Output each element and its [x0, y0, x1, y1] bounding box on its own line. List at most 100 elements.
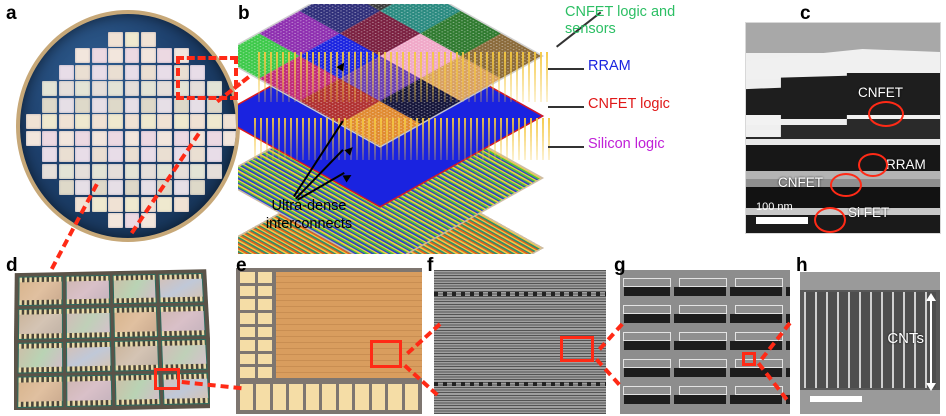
die-cell: [112, 274, 157, 305]
wafer-die: [91, 114, 107, 130]
wafer-die: [58, 130, 74, 146]
die-pad-row: [18, 376, 62, 383]
wafer-die: [58, 114, 74, 130]
wafer-die: [42, 180, 57, 195]
die-pad-row: [115, 398, 160, 405]
wafer-die: [108, 64, 124, 80]
wafer-die: [206, 130, 222, 146]
sem-device-via: [674, 368, 680, 377]
wafer-die: [157, 32, 172, 47]
sem-device-via: [730, 341, 736, 350]
die-cell: [161, 338, 208, 371]
sem-device-via: [786, 287, 790, 296]
die-pad-row: [115, 374, 159, 381]
die-pad-row: [66, 375, 111, 382]
wafer-die: [140, 97, 156, 113]
wafer-die: [223, 180, 236, 195]
die-pad-row: [18, 332, 62, 339]
wafer-die: [157, 97, 173, 113]
sem-device-outline: [679, 305, 727, 314]
wafer-die: [124, 48, 140, 64]
die-pad-row: [66, 308, 109, 314]
wafer-die: [108, 81, 124, 97]
wafer-die: [58, 180, 74, 196]
wafer-die: [157, 64, 173, 80]
wafer-die: [26, 164, 41, 179]
wafer-die: [26, 48, 41, 63]
die-pad-row: [19, 299, 62, 306]
die-zoom-region: [154, 368, 180, 390]
leader-rram: [548, 68, 584, 70]
sem-device-outline: [623, 305, 671, 314]
wafer-die: [26, 81, 41, 96]
wafer-die: [75, 48, 91, 64]
die-cell: [113, 339, 160, 372]
wafer-die: [58, 163, 74, 179]
wafer-die: [190, 114, 206, 130]
wafer-die: [207, 32, 222, 47]
die-cell: [158, 273, 205, 304]
wafer-die: [124, 32, 140, 47]
wafer-die: [108, 130, 124, 146]
wafer-die: [91, 147, 107, 163]
wafer-die: [26, 130, 41, 146]
die-pad-row: [66, 298, 109, 305]
wafer-die: [190, 197, 205, 212]
sem-device-bar: [624, 314, 670, 323]
wafer-die: [157, 48, 173, 64]
sem-device-bar: [624, 368, 670, 377]
die-array-photograph: [14, 268, 210, 410]
tem-label-cnfet-top: CNFET: [858, 85, 903, 100]
wafer-die: [58, 81, 74, 97]
wafer-die: [26, 65, 41, 80]
sem-device-via: [730, 395, 736, 404]
cnt-scale-bar: [810, 396, 862, 402]
die-cell: [65, 340, 112, 373]
cnt-image: CNTs: [800, 272, 940, 414]
wafer-die: [26, 32, 41, 47]
wafer-die: [124, 81, 140, 97]
micrograph-zoom-region: [370, 340, 402, 368]
tem-circle-cnfet-top: [868, 101, 904, 127]
wafer-die: [26, 147, 41, 162]
sem-device-outline: [679, 386, 727, 395]
wafer-die: [157, 180, 173, 196]
wafer-die: [140, 180, 156, 196]
die-pad-row: [67, 399, 111, 406]
wafer-die: [124, 196, 140, 212]
wafer-die: [91, 64, 107, 80]
die-pad-row: [113, 307, 157, 314]
wafer-die: [174, 32, 189, 47]
wafer-die: [42, 163, 58, 179]
wafer-die: [124, 114, 140, 130]
wafer-die: [108, 147, 124, 163]
die-pad-row: [19, 309, 62, 315]
tem-scale-bar-label: 100 nm: [756, 201, 793, 213]
sem-devices: [620, 270, 790, 414]
wafer-die: [108, 163, 124, 179]
sem-overview: [434, 270, 606, 414]
wafer-die: [91, 130, 107, 146]
wafer-die: [174, 213, 189, 228]
tem-scale-bar: [756, 217, 808, 224]
tem-circle-rram: [858, 153, 888, 177]
panel-letter-d: d: [6, 255, 18, 276]
sem-device-via: [786, 368, 790, 377]
wafer-die: [42, 65, 57, 80]
sem-device-via: [674, 341, 680, 350]
wafer-die: [140, 163, 156, 179]
sem-device-via: [730, 368, 736, 377]
wafer-die: [157, 163, 173, 179]
wafer-zoom-region: [176, 56, 238, 100]
wafer-die: [223, 130, 236, 146]
wafer-die: [91, 196, 107, 212]
sem-device-outline: [623, 386, 671, 395]
wafer-die: [108, 48, 124, 64]
die-pad-row: [113, 297, 156, 304]
wafer-die: [157, 114, 173, 130]
die-pad-row: [18, 342, 62, 349]
sem-device-bar: [680, 314, 726, 323]
wafer-die: [42, 32, 57, 47]
wafer-die: [26, 213, 41, 228]
wafer-die: [157, 213, 172, 228]
